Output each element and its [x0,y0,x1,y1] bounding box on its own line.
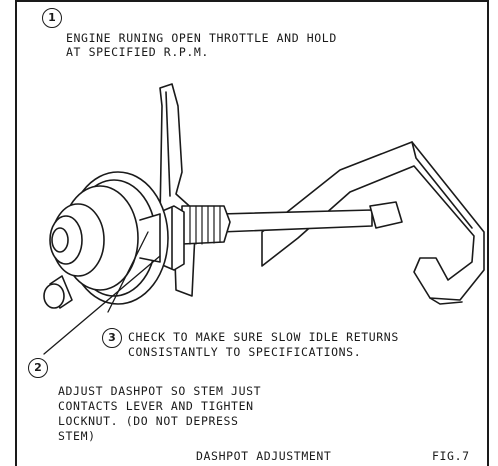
figure-label: FIG.7 [432,449,470,463]
step-3-line-1: CHECK TO MAKE SURE SLOW IDLE RETURNS [128,330,399,344]
step-2-number-circle: 2 [28,358,48,378]
frame-top-border [15,0,489,2]
step-3-number-circle: 3 [102,328,122,348]
step-1-number-circle: 1 [42,8,62,28]
frame-right-border [487,0,489,466]
step-1-line-1: ENGINE RUNING OPEN THROTTLE AND HOLD [66,31,337,45]
step-2-line-3: LOCKNUT. (DO NOT DEPRESS [58,414,239,428]
step-2-line-1: ADJUST DASHPOT SO STEM JUST [58,384,262,398]
step-2-line-2: CONTACTS LEVER AND TIGHTEN [58,399,254,413]
step-2-line-4: STEM) [58,429,96,443]
step-3-line-2: CONSISTANTLY TO SPECIFICATIONS. [128,345,362,359]
dashpot-rod [219,209,373,233]
step-1-line-2: AT SPECIFIED R.P.M. [66,45,209,59]
leader-line-2 [43,255,161,355]
figure-caption: DASHPOT ADJUSTMENT [196,449,332,463]
leader-line-3 [107,231,149,313]
mounting-bracket [261,141,485,301]
frame-left-border [15,0,17,466]
threaded-stem [181,205,231,245]
